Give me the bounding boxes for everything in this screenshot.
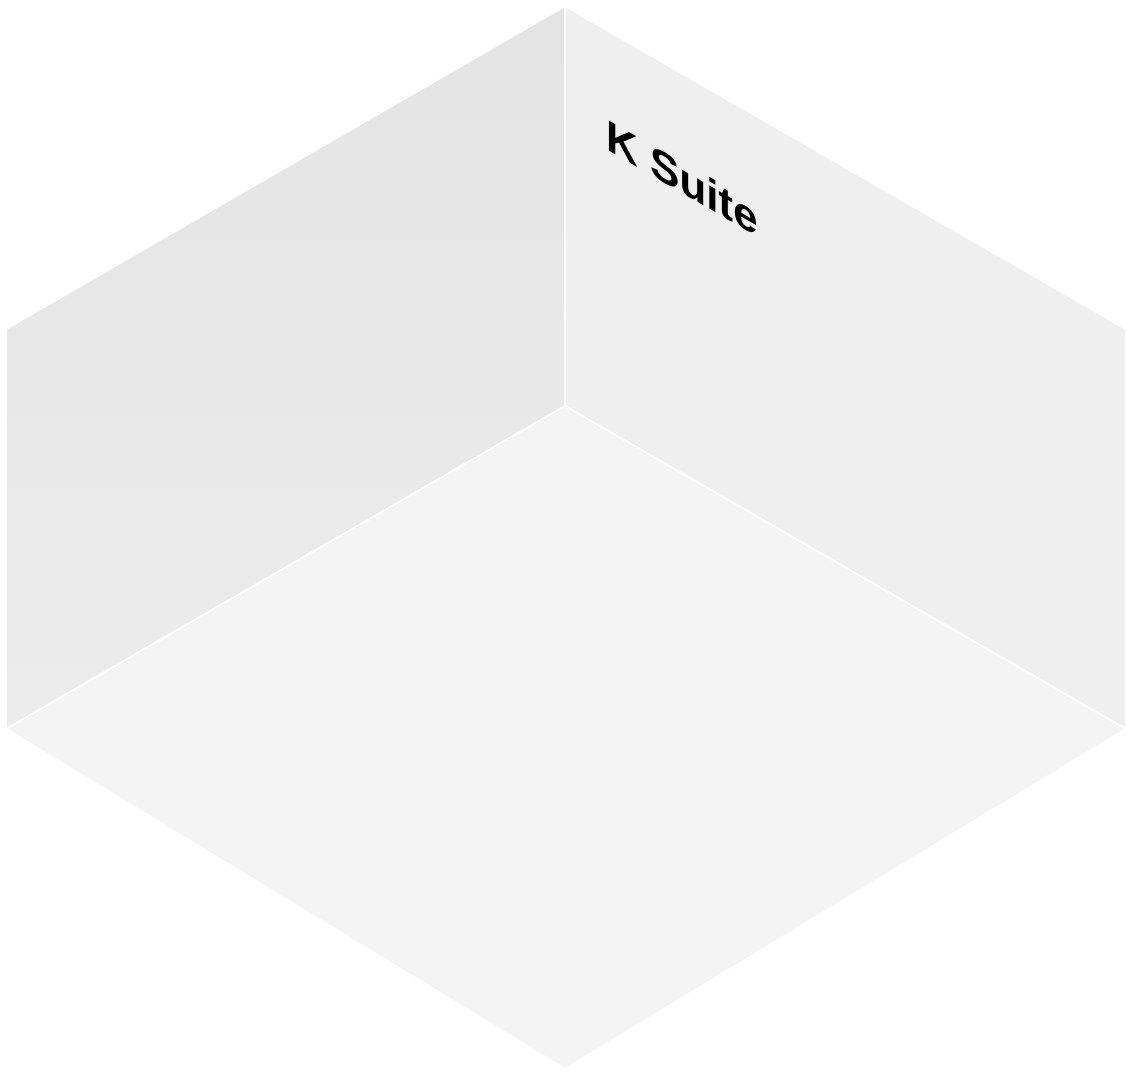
floor-face xyxy=(4,404,1127,1071)
